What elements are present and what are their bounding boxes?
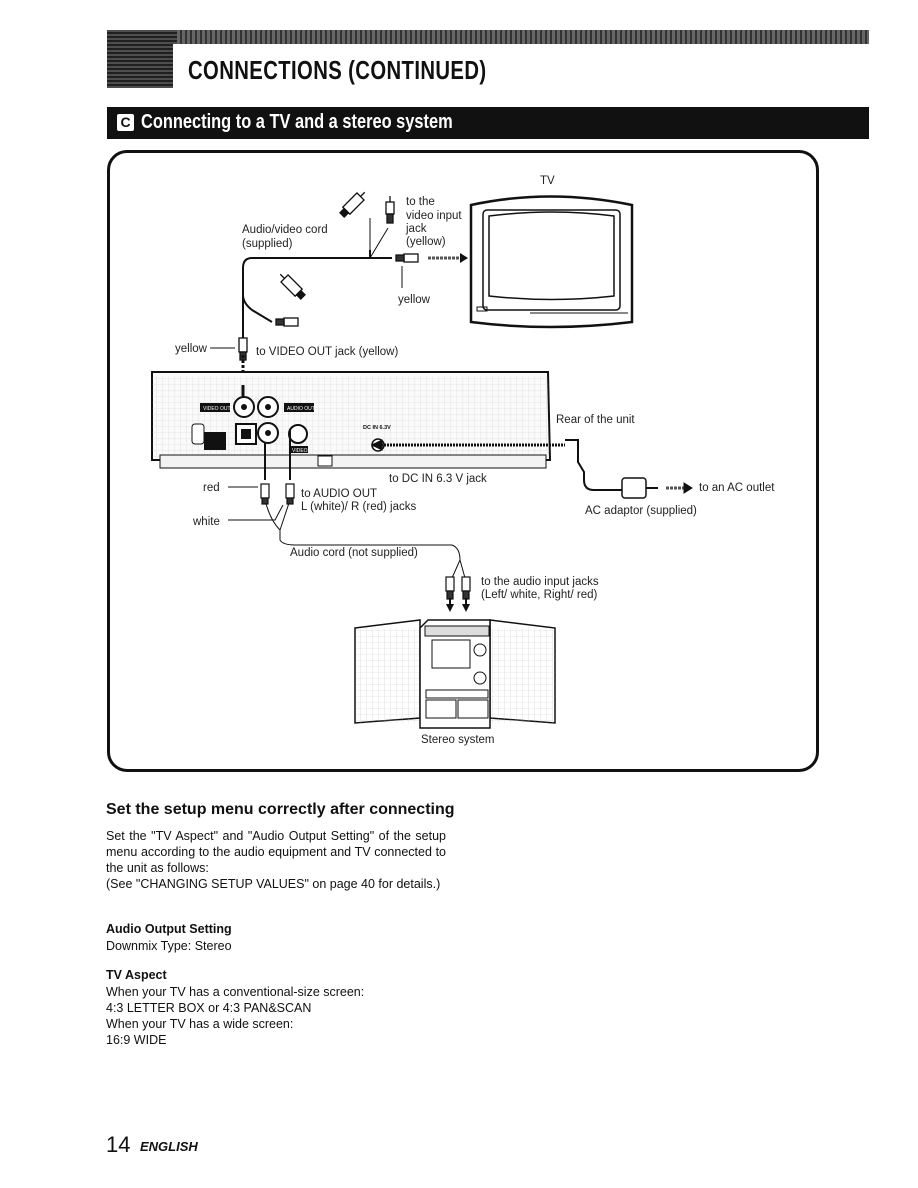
video-input-label: video input — [406, 210, 462, 222]
tv-aspect-line4: 16:9 WIDE — [106, 1033, 167, 1047]
yellow-left-label: yellow — [175, 343, 207, 355]
panel-dc-in: DC IN 6.3V — [363, 425, 391, 431]
language-label: ENGLISH — [140, 1139, 198, 1154]
unit-rear-panel: VIDEO OUT AUDIO OUT VIDEO DC IN 6.3V — [151, 371, 552, 469]
header-title-box — [173, 44, 869, 88]
page-title: CONNECTIONS (CONTINUED) — [188, 55, 487, 85]
tv-illustration — [469, 195, 634, 329]
section-badge: C — [117, 114, 134, 131]
section-bar: C Connecting to a TV and a stereo system — [107, 107, 869, 139]
tv-aspect-line3: When your TV has a wide screen: — [106, 1017, 294, 1031]
dc-cord — [370, 439, 693, 499]
audio-input-lr-label: (Left/ white, Right/ red) — [481, 589, 598, 601]
panel-video: VIDEO — [292, 448, 308, 454]
audio-cord-label: Audio cord (not supplied) — [290, 547, 418, 559]
setup-paragraph: Set the "TV Aspect" and "Audio Output Se… — [106, 828, 446, 892]
av-cord-supplied-label: (supplied) — [242, 238, 293, 250]
audio-out-jacks-label: L (white)/ R (red) jacks — [301, 501, 417, 513]
setup-p2: (See "CHANGING SETUP VALUES" on page 40 … — [106, 877, 441, 891]
header-strip — [177, 30, 869, 44]
audio-output-heading: Audio Output Setting — [106, 922, 232, 936]
plug-icons — [238, 191, 419, 361]
video-out-label: to VIDEO OUT jack (yellow) — [256, 346, 399, 358]
av-cord — [242, 218, 392, 340]
av-cord-label: Audio/video cord — [242, 224, 328, 236]
audio-output-value: Downmix Type: Stereo — [106, 939, 232, 953]
jack-label: jack — [406, 223, 427, 235]
audio-plugs — [260, 483, 471, 600]
yellow-paren-label: (yellow) — [406, 236, 446, 248]
audio-input-label: to the audio input jacks — [481, 576, 599, 588]
stereo-illustration — [354, 619, 556, 729]
red-label: red — [203, 482, 220, 494]
stereo-system-label: Stereo system — [421, 734, 495, 746]
dc-in-label: to DC IN 6.3 V jack — [389, 473, 487, 485]
tv-aspect-line1: When your TV has a conventional-size scr… — [106, 985, 365, 999]
section-title: Connecting to a TV and a stereo system — [141, 111, 453, 133]
tv-aspect-heading: TV Aspect — [106, 968, 167, 982]
panel-audio-out: AUDIO OUT — [287, 406, 315, 412]
ac-outlet-label: to an AC outlet — [699, 482, 775, 494]
tv-label: TV — [540, 175, 555, 187]
ac-adaptor-label: AC adaptor (supplied) — [585, 505, 697, 517]
setup-heading: Set the setup menu correctly after conne… — [106, 801, 455, 818]
page-number: 14 — [106, 1132, 131, 1157]
white-label: white — [193, 516, 220, 528]
setup-p1: Set the "TV Aspect" and "Audio Output Se… — [106, 829, 446, 875]
arrow-to-tv — [428, 253, 468, 263]
yellow-tv-label: yellow — [398, 294, 430, 306]
rear-of-unit-label: Rear of the unit — [556, 414, 635, 426]
down-arrows — [446, 598, 470, 612]
to-the-label: to the — [406, 196, 435, 208]
header-texture — [107, 30, 177, 88]
panel-video-out: VIDEO OUT — [203, 406, 231, 412]
connection-diagram — [107, 150, 819, 772]
tv-aspect-line2: 4:3 LETTER BOX or 4:3 PAN&SCAN — [106, 1001, 312, 1015]
audio-out-label: to AUDIO OUT — [301, 488, 378, 500]
